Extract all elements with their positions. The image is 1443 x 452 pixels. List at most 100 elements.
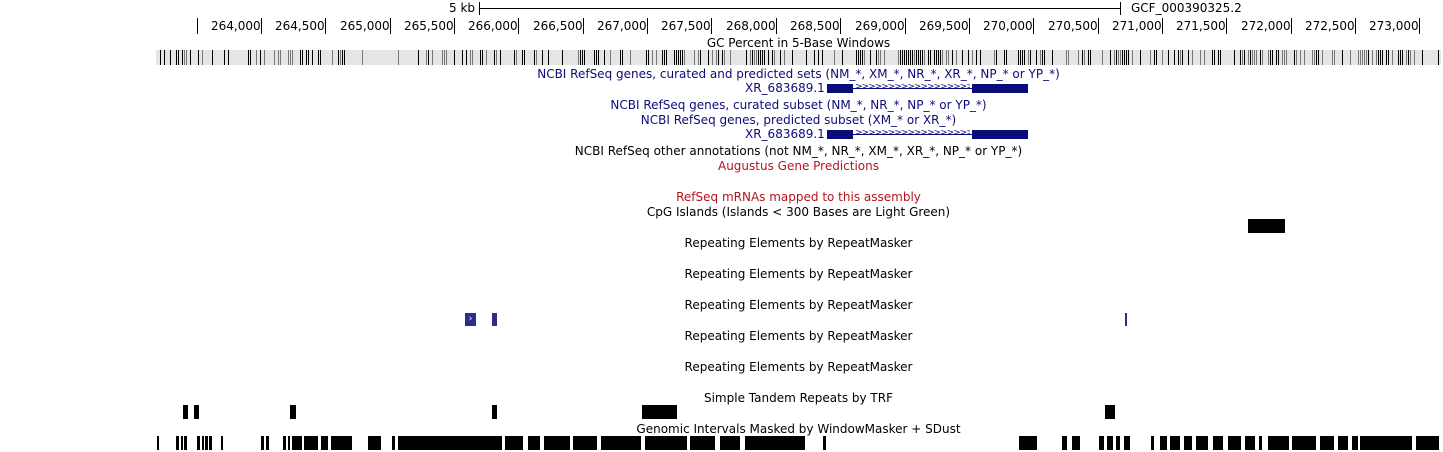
masked-interval-feature[interactable]: [1170, 436, 1180, 450]
masked-interval-feature[interactable]: [283, 436, 286, 450]
masked-interval-feature[interactable]: [573, 436, 597, 450]
repeat-element-feature[interactable]: ›: [465, 313, 476, 326]
masked-interval-feature[interactable]: [176, 436, 179, 450]
masked-interval-feature[interactable]: [1124, 436, 1130, 450]
masked-interval-feature[interactable]: [1062, 436, 1067, 450]
masked-interval-feature[interactable]: [505, 436, 523, 450]
gene-name-xr-683689-all[interactable]: XR_683689.1: [745, 81, 825, 95]
masked-interval-feature[interactable]: [1160, 436, 1167, 450]
masked-interval-feature[interactable]: [1360, 436, 1412, 450]
tandem-repeat-feature[interactable]: [183, 405, 188, 419]
track-label-augustus[interactable]: Augustus Gene Predictions: [717, 159, 879, 173]
masked-interval-feature[interactable]: [1268, 436, 1289, 450]
trf-track[interactable]: [0, 405, 1443, 419]
masked-interval-feature[interactable]: [288, 436, 290, 450]
masked-interval-feature[interactable]: [181, 436, 183, 450]
gene-exon: [972, 130, 1028, 139]
tandem-repeat-feature[interactable]: [194, 405, 199, 419]
track-label-refseq-mrna[interactable]: RefSeq mRNAs mapped to this assembly: [676, 190, 921, 204]
masked-interval-feature[interactable]: [205, 436, 208, 450]
track-label-rmsk-2[interactable]: Repeating Elements by RepeatMasker: [684, 267, 913, 281]
masked-interval-feature[interactable]: [1019, 436, 1037, 450]
gc-window-mark: [716, 50, 717, 65]
masked-interval-feature[interactable]: [720, 436, 740, 450]
masked-interval-feature[interactable]: [202, 436, 204, 450]
masked-interval-feature[interactable]: [398, 436, 502, 450]
repeat-element-feature[interactable]: [492, 313, 497, 326]
masked-interval-feature[interactable]: [331, 436, 352, 450]
gc-window-mark: [1332, 50, 1333, 65]
masked-interval-feature[interactable]: [197, 436, 200, 450]
track-label-refseq-curated[interactable]: NCBI RefSeq genes, curated subset (NM_*,…: [610, 98, 987, 112]
gc-window-mark: [792, 50, 793, 65]
repeat-element-feature[interactable]: [1125, 313, 1127, 326]
masked-interval-feature[interactable]: [304, 436, 318, 450]
ruler-tick-label: 273,000: [1369, 19, 1419, 33]
gc-window-mark: [858, 50, 859, 65]
masked-interval-feature[interactable]: [368, 436, 381, 450]
masked-interval-feature[interactable]: [1320, 436, 1334, 450]
masked-interval-feature[interactable]: [1184, 436, 1192, 450]
gc-window-mark: [288, 50, 289, 65]
track-label-rmsk-4[interactable]: Repeating Elements by RepeatMasker: [684, 329, 913, 343]
masked-interval-feature[interactable]: [1338, 436, 1348, 450]
cpg-island-feature[interactable]: [1248, 219, 1285, 233]
masked-interval-feature[interactable]: [1292, 436, 1316, 450]
masked-interval-feature[interactable]: [261, 436, 264, 450]
track-label-rmsk-3[interactable]: Repeating Elements by RepeatMasker: [684, 298, 913, 312]
masked-interval-feature[interactable]: [1072, 436, 1080, 450]
gc-window-mark: [1276, 50, 1277, 65]
masked-interval-feature[interactable]: [1245, 436, 1255, 450]
masked-interval-feature[interactable]: [690, 436, 715, 450]
track-label-refseq-predicted[interactable]: NCBI RefSeq genes, predicted subset (XM_…: [640, 113, 957, 127]
track-label-windowmasker[interactable]: Genomic Intervals Masked by WindowMasker…: [636, 422, 961, 436]
gc-window-mark: [1248, 50, 1249, 65]
masked-interval-feature[interactable]: [292, 436, 302, 450]
track-label-rmsk-1[interactable]: Repeating Elements by RepeatMasker: [684, 236, 913, 250]
masked-interval-feature[interactable]: [645, 436, 687, 450]
gc-window-mark: [224, 50, 225, 65]
gc-window-mark: [862, 50, 863, 65]
track-label-rmsk-5[interactable]: Repeating Elements by RepeatMasker: [684, 360, 913, 374]
masked-interval-feature[interactable]: [184, 436, 187, 450]
masked-interval-feature[interactable]: [1107, 436, 1113, 450]
masked-interval-feature[interactable]: [601, 436, 641, 450]
track-label-refseq-other[interactable]: NCBI RefSeq other annotations (not NM_*,…: [574, 144, 1023, 158]
masked-interval-feature[interactable]: [221, 436, 223, 450]
masked-interval-feature[interactable]: [823, 436, 826, 450]
masked-interval-feature[interactable]: [157, 436, 159, 450]
track-label-cpg-islands[interactable]: CpG Islands (Islands < 300 Bases are Lig…: [646, 205, 951, 219]
masked-interval-feature[interactable]: [1151, 436, 1154, 450]
masked-interval-feature[interactable]: [1416, 436, 1439, 450]
masked-interval-feature[interactable]: [1228, 436, 1241, 450]
masked-interval-feature[interactable]: [1099, 436, 1104, 450]
tandem-repeat-feature[interactable]: [492, 405, 497, 419]
masked-interval-feature[interactable]: [1196, 436, 1208, 450]
gc-window-mark: [426, 50, 427, 65]
masked-interval-feature[interactable]: [266, 436, 269, 450]
tandem-repeat-feature[interactable]: [290, 405, 296, 419]
track-label-gc-percent[interactable]: GC Percent in 5-Base Windows: [706, 36, 891, 50]
gc-percent-track[interactable]: [156, 50, 1441, 65]
windowmasker-track[interactable]: [0, 436, 1443, 450]
track-label-refseq-all[interactable]: NCBI RefSeq genes, curated and predicted…: [537, 67, 1060, 81]
strand-arrow-icon: ›: [468, 314, 473, 324]
tandem-repeat-feature[interactable]: [1105, 405, 1115, 419]
gc-window-mark: [904, 50, 905, 65]
masked-interval-feature[interactable]: [544, 436, 570, 450]
masked-interval-feature[interactable]: [1116, 436, 1120, 450]
masked-interval-feature[interactable]: [1352, 436, 1358, 450]
masked-interval-feature[interactable]: [321, 436, 328, 450]
gc-window-mark: [752, 50, 753, 65]
masked-interval-feature[interactable]: [209, 436, 212, 450]
track-label-trf[interactable]: Simple Tandem Repeats by TRF: [703, 391, 893, 405]
masked-interval-feature[interactable]: [392, 436, 395, 450]
masked-interval-feature[interactable]: [528, 436, 540, 450]
gc-window-mark: [428, 50, 429, 65]
gene-name-xr-683689-predicted[interactable]: XR_683689.1: [745, 127, 825, 141]
tandem-repeat-feature[interactable]: [642, 405, 677, 419]
masked-interval-feature[interactable]: [1213, 436, 1223, 450]
masked-interval-feature[interactable]: [745, 436, 805, 450]
masked-interval-feature[interactable]: [1259, 436, 1262, 450]
gc-window-mark: [1272, 50, 1273, 65]
